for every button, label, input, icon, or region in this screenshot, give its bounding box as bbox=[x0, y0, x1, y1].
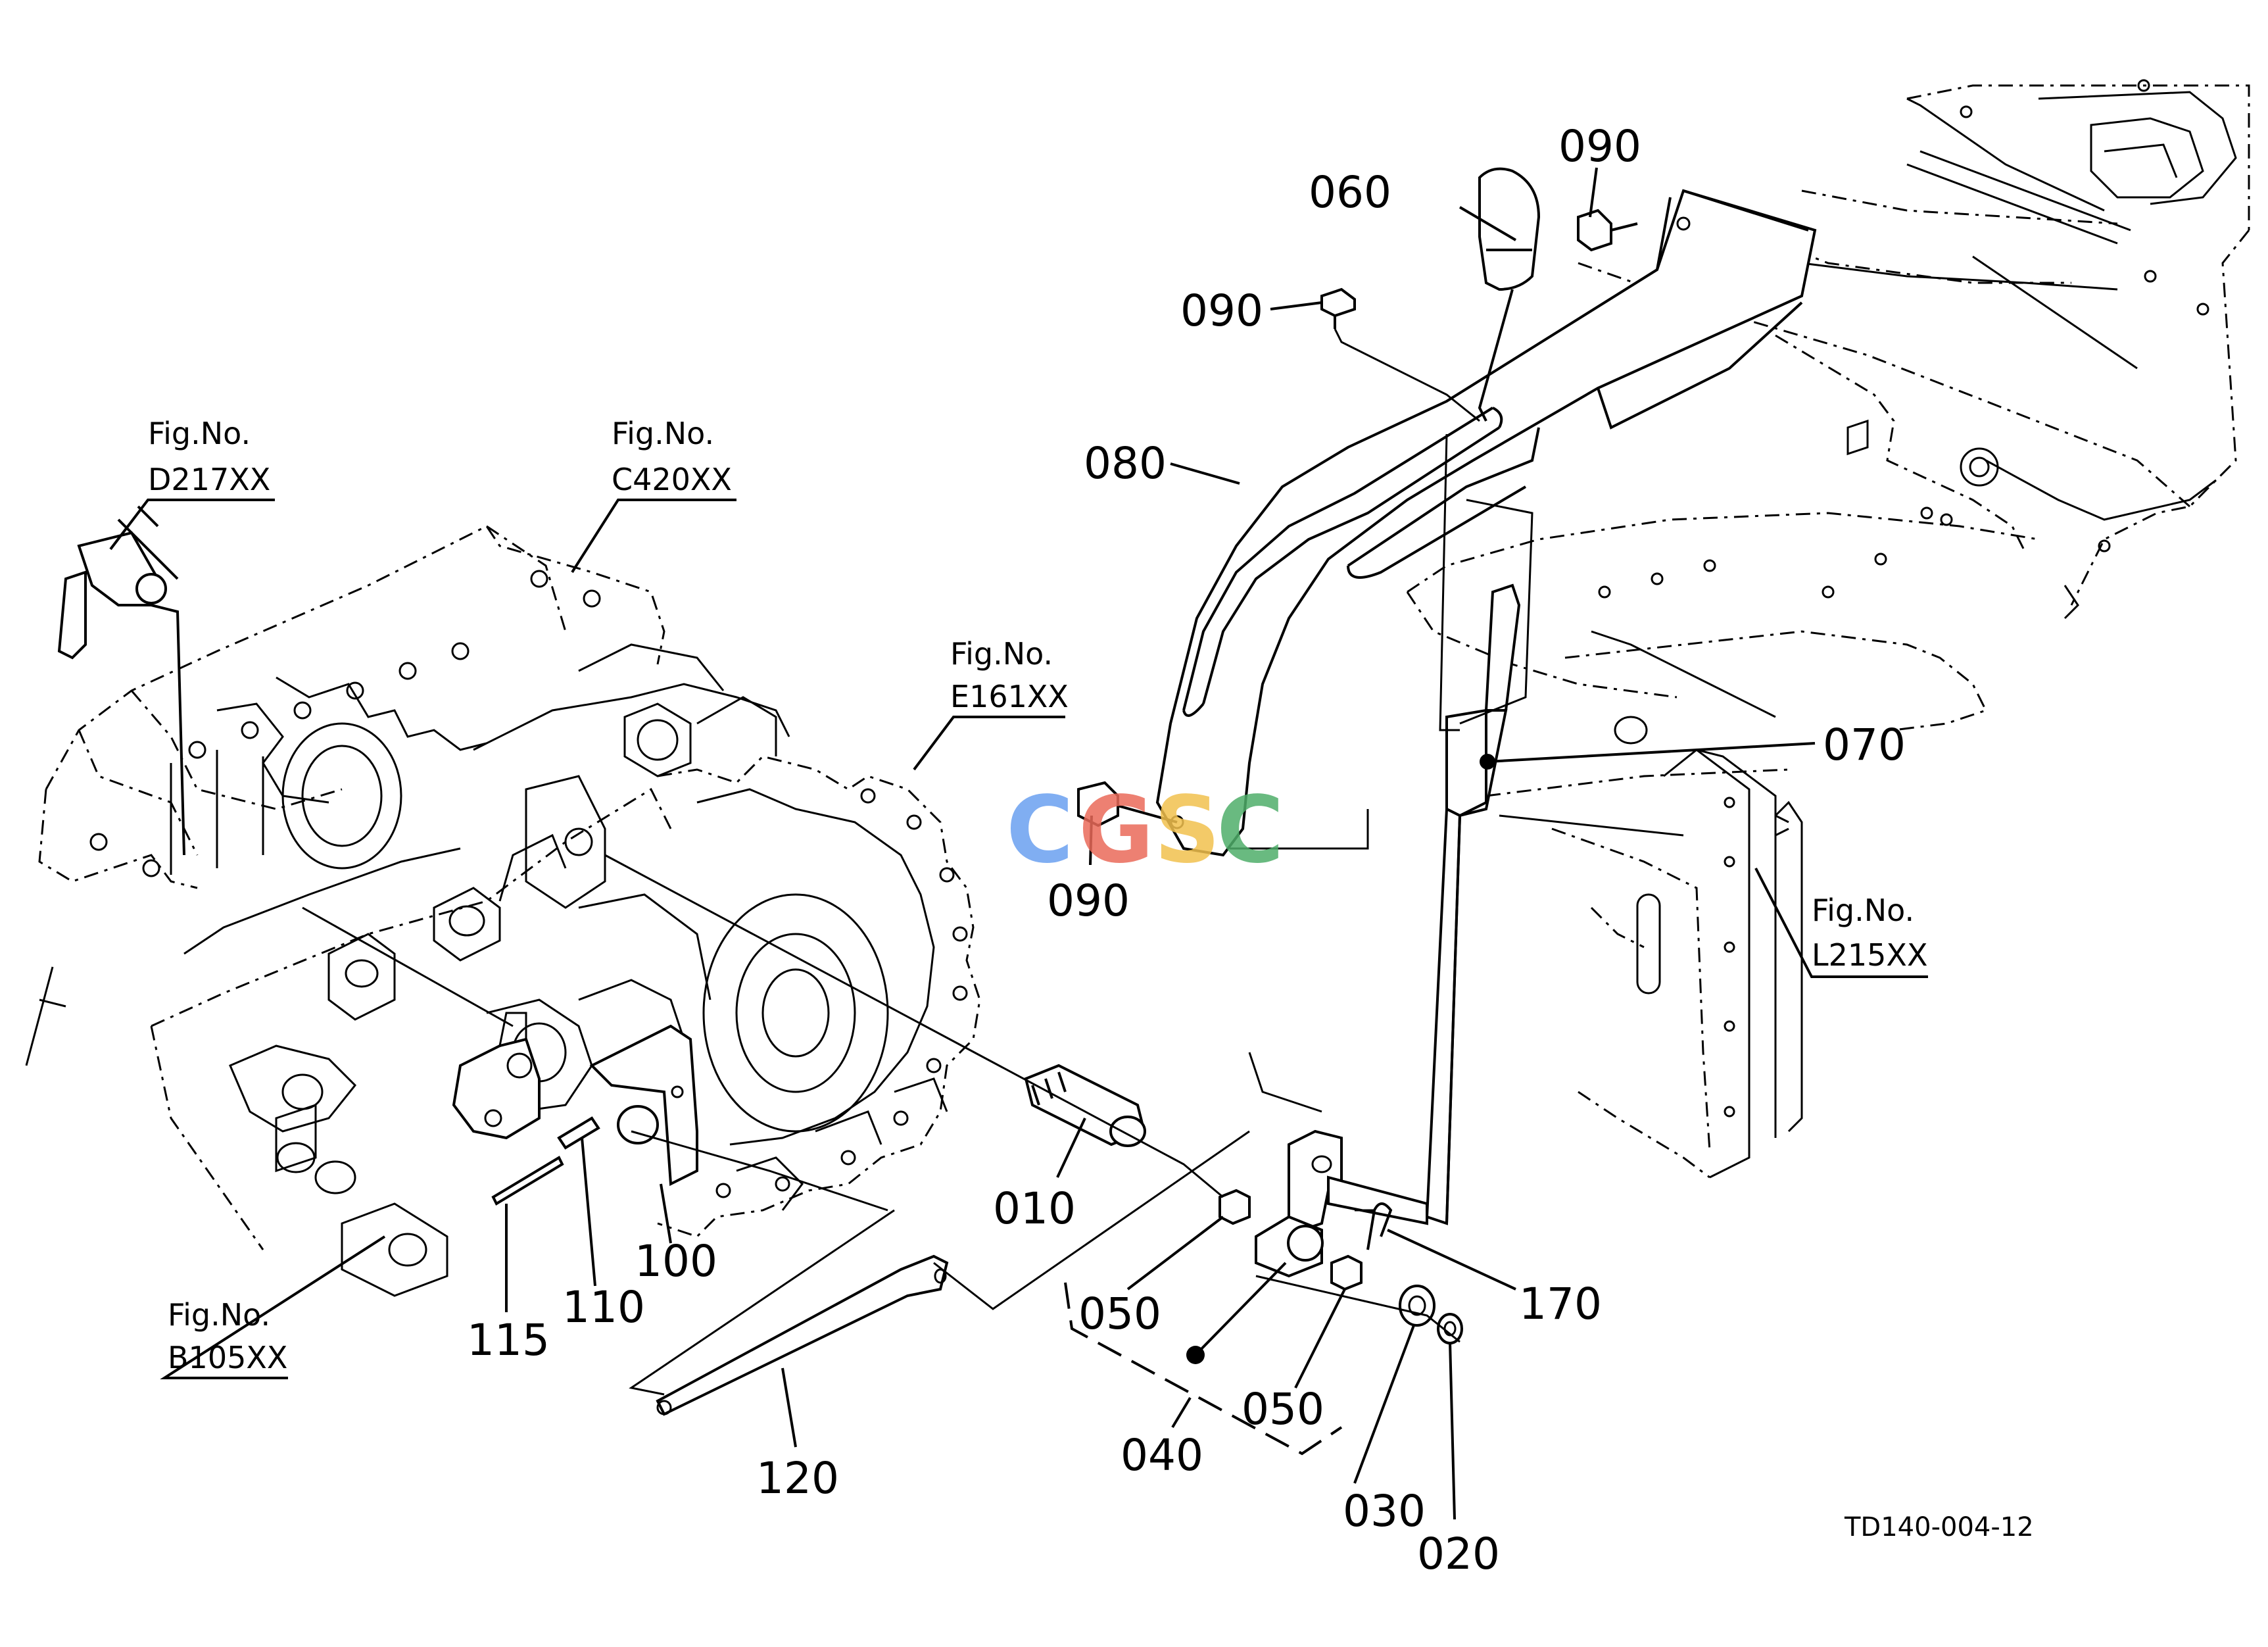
callout-100: 100 bbox=[635, 1236, 717, 1287]
figref-e161-code: E161XX bbox=[950, 679, 1069, 714]
rod-120 bbox=[656, 1254, 949, 1416]
svg-text:G: G bbox=[1078, 777, 1154, 884]
figref-d217-prefix: Fig.No. bbox=[148, 416, 251, 451]
callout-080: 080 bbox=[1084, 438, 1167, 489]
pin-110 bbox=[557, 1116, 600, 1150]
callout-040: 040 bbox=[1121, 1430, 1203, 1481]
callout-020: 020 bbox=[1417, 1529, 1500, 1579]
svg-text:S: S bbox=[1154, 777, 1220, 884]
svg-text:C: C bbox=[1006, 777, 1074, 884]
floor-plate-drawing bbox=[1406, 79, 2250, 1179]
leader-lines bbox=[109, 167, 1928, 1520]
svg-text:C: C bbox=[1217, 777, 1284, 884]
pin-115 bbox=[491, 1156, 564, 1206]
callout-110: 110 bbox=[562, 1282, 645, 1333]
callout-170: 170 bbox=[1519, 1279, 1602, 1329]
callout-050-lower: 050 bbox=[1242, 1384, 1324, 1435]
detent-mechanism bbox=[452, 1012, 541, 1140]
callout-090-mid: 090 bbox=[1180, 285, 1263, 336]
construction-lines bbox=[117, 328, 1684, 1456]
callout-090-lower: 090 bbox=[1047, 875, 1130, 926]
bracket-100 bbox=[589, 1024, 698, 1187]
bolt-090-mid bbox=[1320, 287, 1356, 329]
callout-010: 010 bbox=[993, 1183, 1076, 1234]
callout-090-top: 090 bbox=[1558, 121, 1641, 172]
figref-c420-code: C420XX bbox=[612, 462, 732, 497]
callout-120: 120 bbox=[756, 1453, 839, 1504]
bolt-090-lower-left bbox=[1077, 781, 1178, 827]
figref-b105-code: B105XX bbox=[168, 1340, 287, 1375]
figref-c420-prefix: Fig.No. bbox=[612, 416, 714, 451]
callout-060: 060 bbox=[1309, 167, 1391, 218]
figref-e161-prefix: Fig.No. bbox=[950, 636, 1053, 672]
handle-d217 bbox=[57, 531, 185, 856]
figref-d217-code: D217XX bbox=[148, 462, 270, 497]
watermark-logo: C G S C bbox=[1006, 777, 1284, 884]
figref-b105-prefix: Fig.No. bbox=[168, 1297, 270, 1333]
callout-070: 070 bbox=[1823, 720, 1906, 770]
part-callouts: 060 090 090 080 070 090 010 050 170 050 … bbox=[467, 121, 1906, 1579]
callout-050-upper: 050 bbox=[1078, 1289, 1161, 1339]
callout-030: 030 bbox=[1343, 1486, 1426, 1536]
transmission-housing-drawing bbox=[25, 525, 672, 1297]
drawing-code: TD140-004-12 bbox=[1844, 1512, 2034, 1542]
callout-115: 115 bbox=[467, 1315, 550, 1365]
flywheel-housing-drawing bbox=[473, 643, 981, 1238]
figure-references: Fig.No. D217XX Fig.No. C420XX Fig.No. E1… bbox=[148, 416, 1927, 1375]
bolt-090-top-right bbox=[1577, 209, 1638, 252]
lever-guide-bracket bbox=[1155, 189, 1817, 857]
figref-l215-code: L215XX bbox=[1812, 937, 1927, 973]
figref-l215-prefix: Fig.No. bbox=[1812, 893, 1914, 928]
